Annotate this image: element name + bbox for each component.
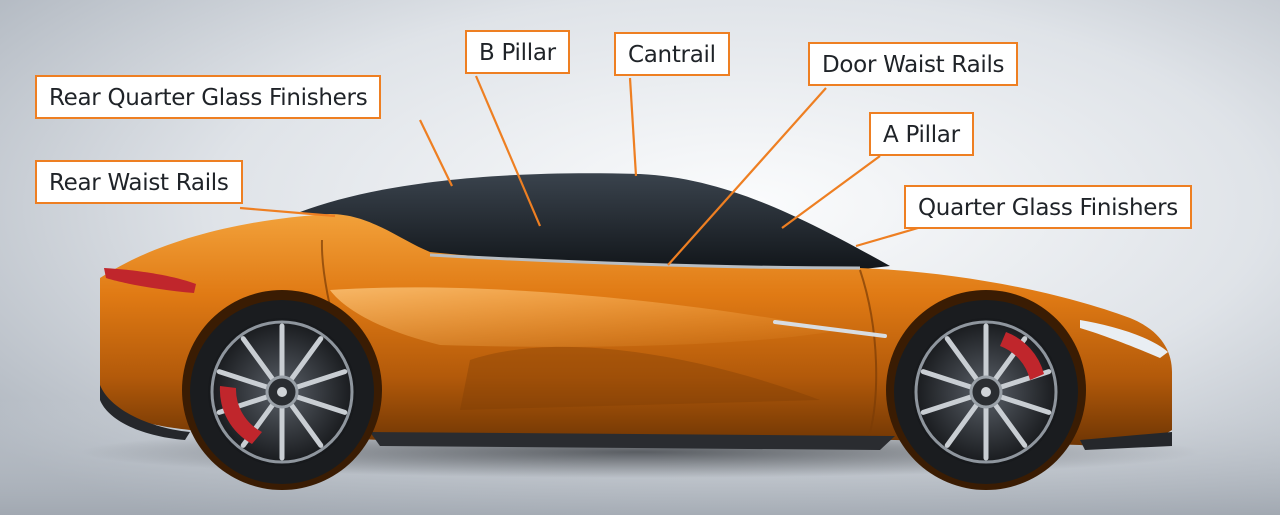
body-highlight (330, 287, 840, 347)
callout-a-pillar: A Pillar (869, 112, 974, 156)
callout-b-pillar: B Pillar (465, 30, 570, 74)
leader-cantrail (628, 77, 638, 177)
front-door-seam (859, 269, 878, 441)
leader-rear-quarter-glass-finishers (419, 119, 453, 187)
front-splitter (1080, 432, 1172, 450)
callout-quarter-glass-finishers: Quarter Glass Finishers (904, 185, 1192, 229)
headlight (1080, 320, 1168, 358)
leader-b-pillar (474, 75, 542, 227)
rear-diffuser (100, 385, 190, 440)
callout-rear-quarter-glass-finishers: Rear Quarter Glass Finishers (35, 75, 382, 119)
callout-door-waist-rails: Door Waist Rails (808, 42, 1019, 86)
front-brake-caliper (1000, 332, 1044, 380)
leader-rear-waist-rails (239, 206, 336, 218)
leader-lines (239, 75, 919, 266)
rear-light (104, 268, 196, 293)
door-waist-rail-trim (429, 253, 861, 270)
lower-body-shadow (460, 346, 820, 410)
rear-wheel-icon (190, 300, 374, 484)
front-wheel-icon (894, 300, 1078, 484)
side-vent-strip (773, 320, 887, 338)
callout-cantrail: Cantrail (614, 32, 730, 76)
side-skirt (370, 432, 895, 450)
leader-a-pillar (781, 155, 881, 229)
leader-door-waist-rails (667, 87, 827, 266)
rear-brake-caliper (219, 386, 262, 444)
leader-quarter-glass-finishers (855, 226, 919, 248)
glasshouse (300, 173, 890, 274)
callout-rear-waist-rails: Rear Waist Rails (35, 160, 243, 204)
